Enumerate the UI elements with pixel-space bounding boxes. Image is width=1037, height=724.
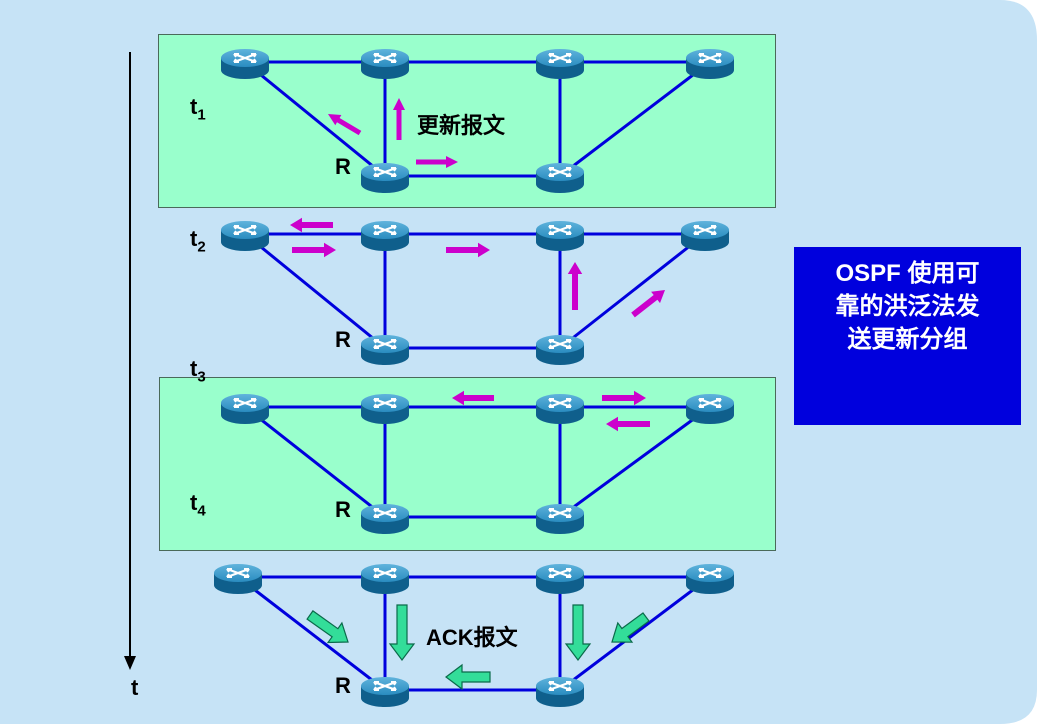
router-icon [219,392,271,426]
link-left-diag-t1 [244,60,386,178]
ack-arrow-icon [388,604,416,661]
router-icon [534,392,586,426]
router-icon [684,562,736,596]
link-right-diag-t3 [559,405,711,519]
link-left-diag-t2 [244,232,386,350]
update-arrow-icon [290,217,333,233]
update-arrow-icon [602,390,646,406]
router-icon [359,502,411,536]
update-arrow-icon [606,416,650,432]
update-arrow-icon [328,114,362,136]
update-arrow-icon [452,390,494,406]
router-icon [359,219,411,253]
router-icon [534,219,586,253]
router-label-r-3: R [335,497,351,522]
update-arrow-icon [416,156,458,168]
link-right-diag-t5 [559,575,711,692]
router-icon [219,219,271,253]
router-icon [359,392,411,426]
link-left-diag-t5 [237,575,386,692]
router-icon [359,675,411,709]
update-arrow-icon [292,242,336,258]
router-label-r-4: R [335,673,351,698]
router-icon [534,47,586,81]
router-icon [359,562,411,596]
update-arrow-icon [631,290,665,318]
ack-message-label: ACK报文 [426,625,518,650]
router-icon [534,161,586,195]
router-icon [679,219,731,253]
router-label-r-2: R [335,327,351,352]
note-line-2: 靠的洪泛法发 [835,293,980,320]
update-arrow-icon [567,262,583,310]
ack-arrow-icon [564,604,592,661]
note-line-1: OSPF 使用可 [835,260,980,287]
link-right-diag-t1 [559,60,711,178]
router-icon [359,333,411,367]
time-label-t4: t4 [190,490,206,520]
ack-arrow-icon [306,610,349,644]
time-label-t2: t2 [190,226,206,256]
time-label-t1: t1 [190,94,206,124]
ospf-note-box: OSPF 使用可 靠的洪泛法发 送更新分组 [794,247,1021,425]
router-icon [534,675,586,709]
router-icon [219,47,271,81]
time-axis-label: t [131,675,139,700]
router-icon [684,47,736,81]
router-icon [359,47,411,81]
router-icon [534,502,586,536]
time-label-t3: t3 [190,356,206,386]
router-icon [212,562,264,596]
link-right-diag-t2 [559,232,706,350]
router-icon [534,333,586,367]
update-arrow-icon [393,98,405,140]
ack-arrow-icon [445,663,491,691]
note-line-3: 送更新分组 [847,326,968,353]
update-arrow-icon [446,242,490,258]
router-icon [359,161,411,195]
ack-arrow-icon [611,612,650,643]
time-axis-arrowhead [124,656,136,670]
router-label-r-1: R [335,154,351,179]
link-left-diag-t3 [244,405,386,519]
router-icon [684,392,736,426]
update-message-label: 更新报文 [417,113,506,138]
router-icon [534,562,586,596]
